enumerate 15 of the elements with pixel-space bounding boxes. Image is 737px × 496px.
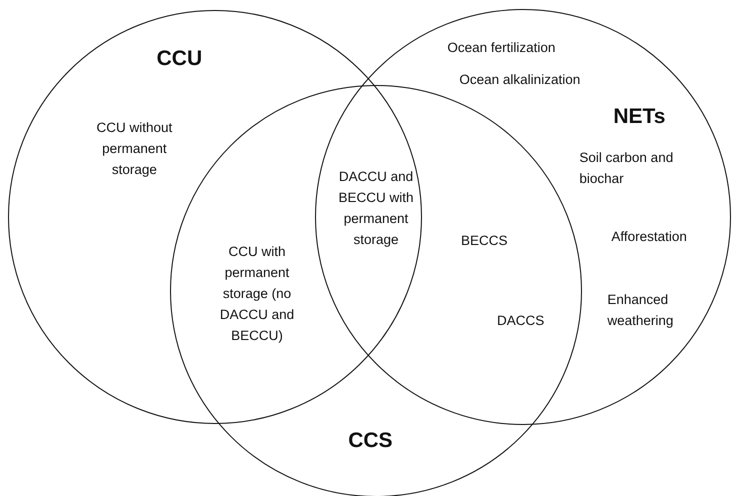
set-item-text: Afforestation <box>611 228 688 246</box>
set-item-text: Ocean fertilization <box>447 39 556 58</box>
set-item-text: Ocean alkalinization <box>459 71 582 90</box>
set-title: CCS <box>347 429 394 454</box>
overlap-text: DACCU and BECCU with permanent storage <box>337 168 414 249</box>
set-item-text: Soil carbon and biochar <box>579 149 674 188</box>
overlap-text: BECCS <box>461 232 509 250</box>
overlap-text: DACCS <box>497 312 546 330</box>
venn-circle <box>315 9 731 425</box>
overlap-text: CCU with permanent storage (no DACCU and BECCU) <box>218 243 296 345</box>
set-item-text: CCU without permanent storage <box>96 119 174 180</box>
set-title: NETs <box>612 105 666 130</box>
venn-circle <box>8 10 422 424</box>
set-title: CCU <box>156 47 204 72</box>
set-item-text: Enhanced weathering <box>607 291 674 330</box>
